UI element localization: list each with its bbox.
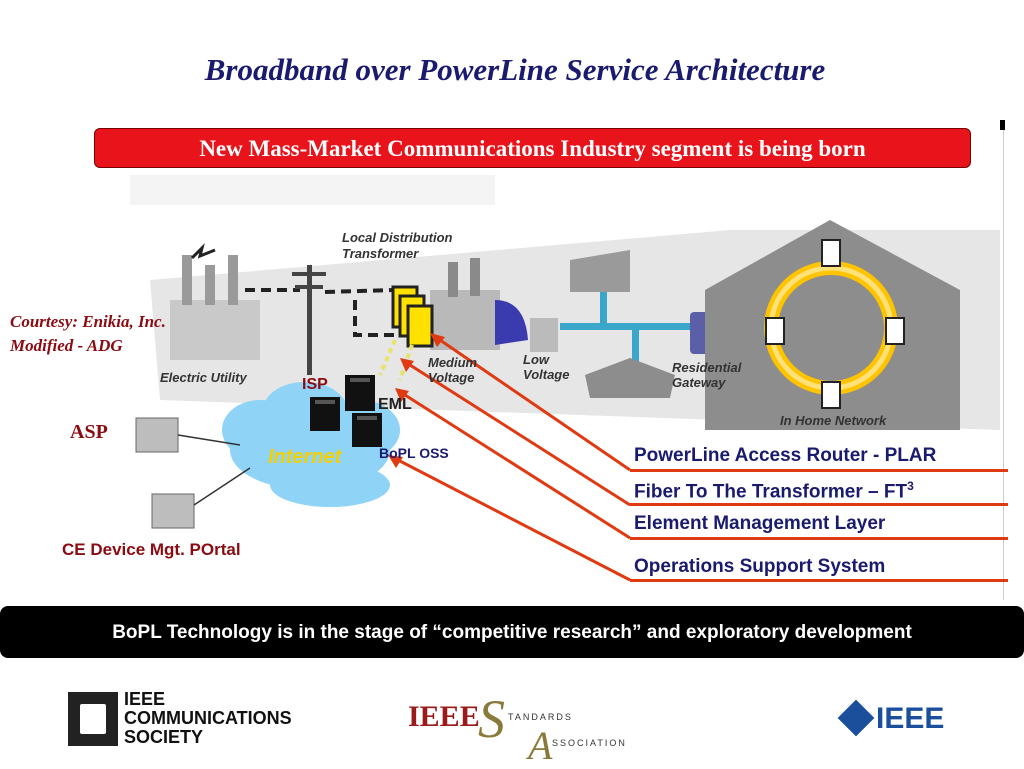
ieee-sa-logo-standards: TANDARDS [508,712,573,722]
courtesy-line: Modified - ADG [10,336,123,355]
comsoc-line: COMMUNICATIONS [124,708,292,728]
banner-text: New Mass-Market Communications Industry … [199,136,866,161]
server-icon [310,375,382,447]
medium-voltage-label: Medium Voltage [428,355,477,385]
electric-utility-label: Electric Utility [160,370,247,385]
label-line: Residential [672,360,742,375]
label-line: Gateway [672,375,726,390]
legend-oss: Operations Support System [634,556,886,577]
bopl-oss-label: BoPL OSS [379,445,449,461]
transformer-icon [391,285,434,348]
comsoc-logo-text: IEEE COMMUNICATIONS SOCIETY [124,690,292,747]
legend-ftt: Fiber To The Transformer – FT3 [634,479,914,503]
ce-portal-label: CE Device Mgt. POrtal [62,540,241,559]
legend-superscript: 3 [907,479,914,493]
slide-title: Broadband over PowerLine Service Archite… [204,52,826,87]
ieee-logo-text: IEEE [876,702,945,735]
eml-label: EML [378,396,412,413]
residential-gateway-label: Residential Gateway [672,360,741,390]
asp-label: ASP [70,421,108,443]
courtesy-note: Courtesy: Enikia, Inc. Modified - ADG [10,310,166,358]
internet-label: Internet [268,446,342,468]
legend-ftt-text: Fiber To The Transformer – FT [634,481,908,503]
label-line: Local Distribution [342,230,453,245]
legend-underline [630,503,1008,506]
local-transformer-label: Local Distribution Transformer [342,230,453,262]
bottom-note-bar [0,606,1024,658]
power-pole-icon [292,265,326,375]
ieee-sa-logo-s: S [478,689,505,749]
ieee-sa-logo-association: SSOCIATION [552,738,627,748]
label-line: Transformer [342,246,419,261]
factory-icon [170,243,260,360]
outlet-icon [765,239,905,409]
banner [94,128,971,168]
in-home-network-label: In Home Network [780,413,887,428]
legend-plar: PowerLine Access Router - PLAR [634,445,937,466]
legend-underline [630,537,1008,540]
label-line: Voltage [523,367,570,382]
bottom-note: BoPL Technology is in the stage of “comp… [112,622,912,643]
legend-underline [630,579,1008,582]
low-voltage-label: Low Voltage [523,352,569,382]
legend-eml: Element Management Layer [634,513,886,534]
comsoc-line: SOCIETY [124,727,204,747]
ieee-diamond-icon [837,699,875,737]
ieee-sa-logo-a: A [528,723,553,768]
label-line: Voltage [428,370,475,385]
ieee-sa-logo-ieee: IEEE [408,700,480,733]
label-line: Medium [428,355,478,370]
right-edge-marker [1000,120,1005,130]
courtesy-line: Courtesy: Enikia, Inc. [10,312,166,331]
right-edge-line [1003,130,1004,600]
comsoc-line: IEEE [124,689,166,709]
label-line: Low [523,352,549,367]
isp-label: ISP [302,376,328,393]
comsoc-logo-icon [68,692,118,746]
architecture-diagram [130,175,1000,582]
legend-underline [630,469,1008,472]
